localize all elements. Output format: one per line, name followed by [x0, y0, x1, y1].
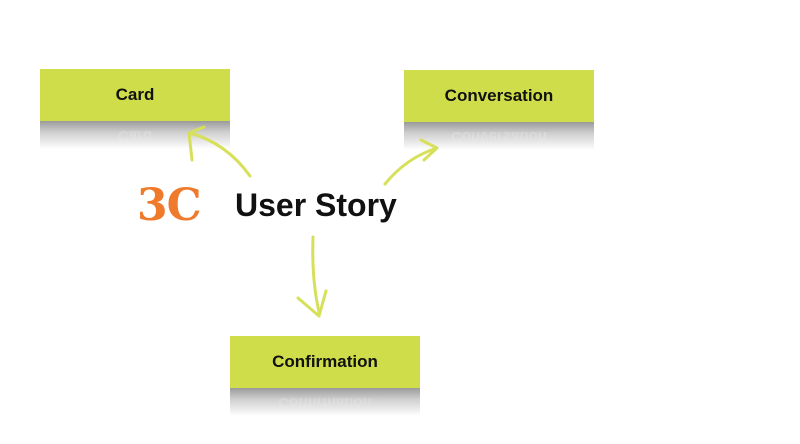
- conversation-node[interactable]: Conversation: [404, 70, 594, 122]
- confirmation-node-label: Confirmation: [272, 352, 378, 371]
- arrow-to-card-head: [187, 125, 206, 162]
- arrow-to-card: [188, 131, 252, 178]
- conversation-node-label: Conversation: [444, 86, 554, 105]
- brand-logo: 3C: [137, 180, 202, 231]
- card-node[interactable]: Card: [40, 69, 230, 121]
- confirmation-node-reflection: Confirmation: [230, 388, 420, 416]
- arrow-to-confirmation-head: [296, 289, 328, 318]
- arrow-to-conversation-head: [419, 138, 439, 162]
- confirmation-node[interactable]: Confirmation: [230, 336, 420, 388]
- conversation-node-reflection: Conversation: [404, 122, 594, 150]
- card-node-label: Card: [115, 85, 155, 104]
- user-story-title: User Story: [235, 187, 397, 223]
- arrow-to-conversation: [383, 146, 439, 186]
- arrow-to-confirmation: [311, 235, 321, 314]
